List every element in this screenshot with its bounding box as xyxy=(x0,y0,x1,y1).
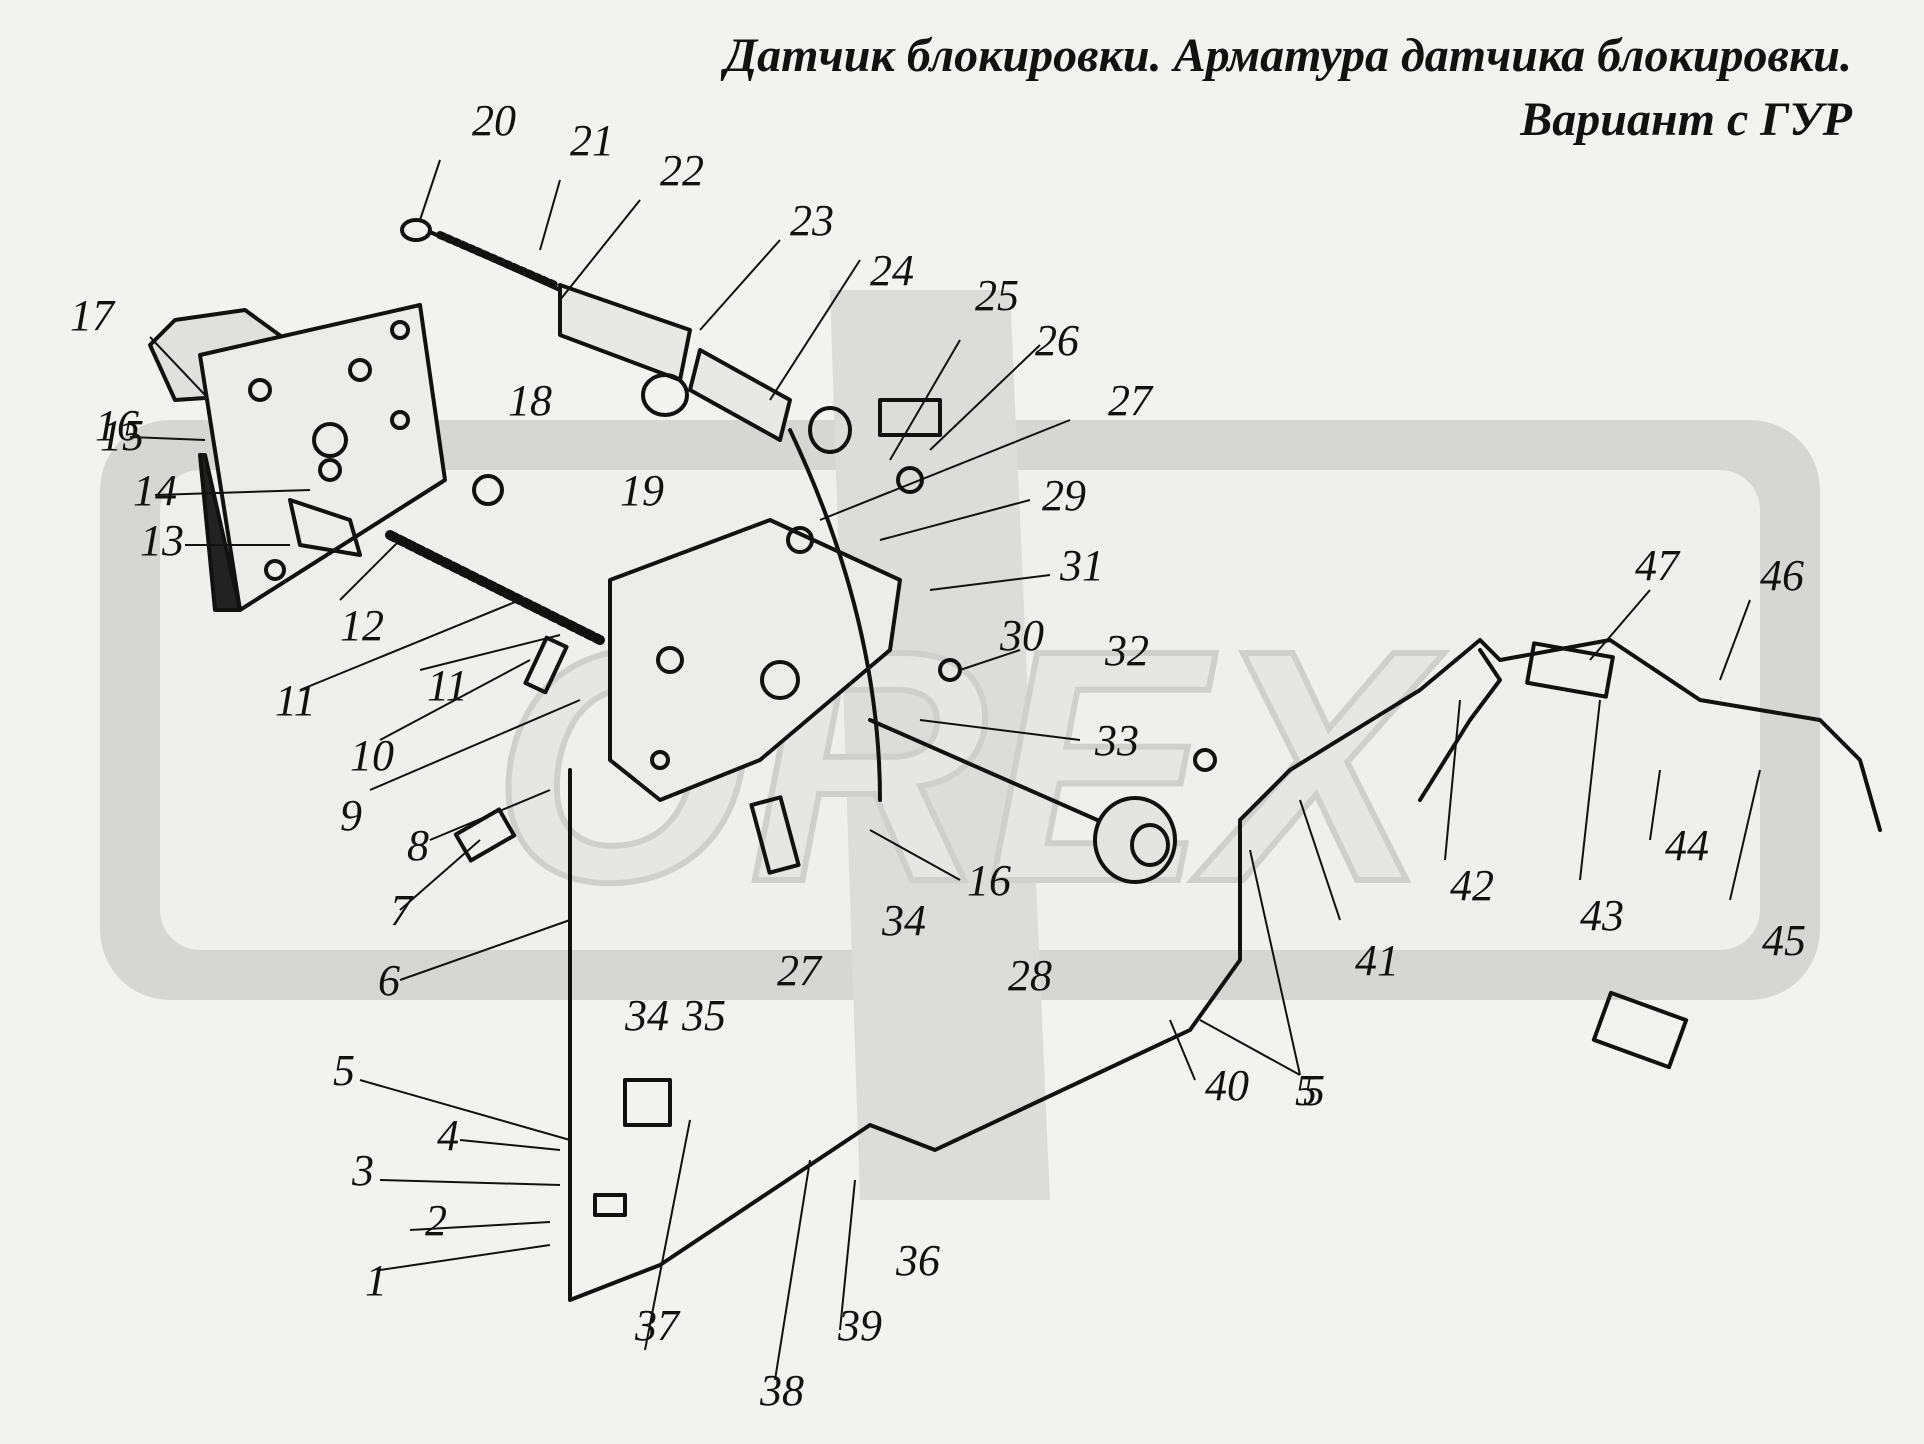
callout-number: 35 xyxy=(681,991,726,1040)
callout-number: 32 xyxy=(1104,626,1149,675)
lower-rod xyxy=(385,530,1177,884)
bracket-plate xyxy=(608,518,902,802)
callout-number: 21 xyxy=(570,116,614,165)
callout-number: 34 xyxy=(624,991,669,1040)
callout-number: 25 xyxy=(975,271,1019,320)
callout-number: 30 xyxy=(999,611,1044,660)
callout-number: 31 xyxy=(1059,541,1104,590)
callout-number: 16 xyxy=(95,401,139,450)
callout-number: 41 xyxy=(1355,936,1399,985)
callout-number: 24 xyxy=(870,246,914,295)
actuator-rod xyxy=(400,218,852,454)
callout-number: 22 xyxy=(660,146,704,195)
callout-number: 2 xyxy=(425,1196,447,1245)
callout-number: 5 xyxy=(1303,1066,1325,1115)
callout-number: 15 xyxy=(100,411,144,460)
callout-number: 42 xyxy=(1450,861,1494,910)
callout-number: 13 xyxy=(140,516,184,565)
assembly-drawing xyxy=(148,218,1882,1302)
callout-number: 1 xyxy=(365,1256,387,1305)
callout-number: 44 xyxy=(1665,821,1709,870)
callout-number: 18 xyxy=(508,376,552,425)
callout-number: 9 xyxy=(340,791,362,840)
callout-number: 6 xyxy=(378,956,400,1005)
callout-number: 11 xyxy=(427,661,468,710)
callout-number: 38 xyxy=(759,1366,804,1415)
diagram-title-line-1: Датчик блокировки. Арматура датчика блок… xyxy=(724,29,1852,82)
callout-number: 46 xyxy=(1760,551,1804,600)
callout-number: 34 xyxy=(881,896,926,945)
callout-number: 12 xyxy=(340,601,384,650)
callout-number: 36 xyxy=(895,1236,940,1285)
diagram-title-line-2: Вариант с ГУР xyxy=(1520,93,1852,146)
callout-number: 39 xyxy=(837,1301,882,1350)
callout-number: 11 xyxy=(275,676,316,725)
leader-lines xyxy=(129,159,1761,1381)
callout-number: 5 xyxy=(1295,1066,1317,1115)
callout-number: 5 xyxy=(333,1046,355,1095)
callout-number: 28 xyxy=(1008,951,1052,1000)
callout-number: 23 xyxy=(790,196,834,245)
callout-number: 27 xyxy=(1108,376,1154,425)
callout-number: 16 xyxy=(967,856,1011,905)
callout-number: 47 xyxy=(1635,541,1681,590)
callout-number: 19 xyxy=(620,466,664,515)
callout-number: 45 xyxy=(1762,916,1806,965)
callout-number: 27 xyxy=(777,946,823,995)
callout-number: 33 xyxy=(1094,716,1139,765)
pipes xyxy=(568,428,1882,1302)
callout-number: 40 xyxy=(1205,1061,1249,1110)
callout-number: 43 xyxy=(1580,891,1624,940)
callout-number: 17 xyxy=(70,291,116,340)
callout-number: 29 xyxy=(1042,471,1086,520)
callout-number: 3 xyxy=(351,1146,374,1195)
callout-number: 8 xyxy=(407,821,429,870)
fittings xyxy=(453,398,1689,1217)
callout-number: 26 xyxy=(1035,316,1079,365)
callout-number: 10 xyxy=(350,731,394,780)
callout-number: 14 xyxy=(133,466,177,515)
callout-number: 20 xyxy=(472,96,516,145)
callout-number: 4 xyxy=(437,1111,459,1160)
callout-number: 7 xyxy=(390,886,414,935)
callout-number: 37 xyxy=(634,1301,681,1350)
